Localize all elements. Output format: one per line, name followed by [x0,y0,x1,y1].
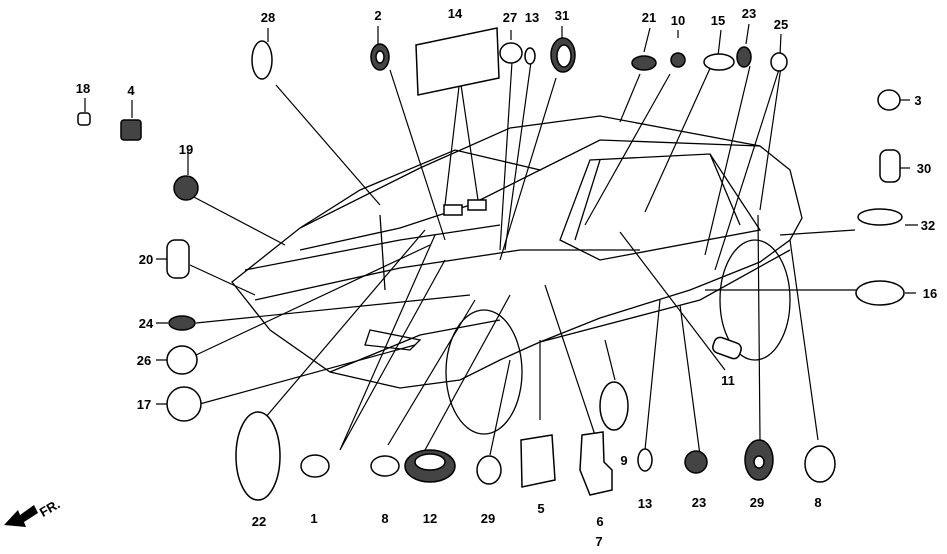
part-20 [166,239,190,279]
part-18 [77,112,91,126]
part-label: 9 [620,453,627,468]
part-label: 16 [923,286,937,301]
part-label: 20 [139,252,153,267]
part-4 [120,119,142,141]
front-direction-indicator: FR. [4,496,63,527]
part-15 [703,53,735,71]
part-label: 6 [596,514,603,529]
part-27 [499,42,523,64]
part-label: 8 [381,511,388,526]
part-label: 8 [814,495,821,510]
part-6-7 [579,431,613,496]
part-17 [166,386,202,422]
part-number-labels: 28 2 14 27 13 31 21 10 15 23 25 3 18 4 1… [76,6,937,549]
part-label: 30 [917,161,931,176]
part-3 [877,89,901,111]
part-5 [520,434,556,488]
part-label: 5 [537,501,544,516]
part-label: 28 [261,10,275,25]
part-30 [879,149,901,183]
part-label: 21 [642,10,656,25]
part-label: 11 [721,373,735,388]
car-body-outline [231,115,803,435]
part-13-bottom [637,448,653,472]
part-label: 15 [711,13,725,28]
part-label: 23 [692,495,706,510]
part-label: 1 [310,511,317,526]
front-label: FR. [37,496,63,519]
part-16 [855,280,905,306]
part-10 [670,52,686,68]
parts [77,27,905,501]
part-label: 29 [481,511,495,526]
part-13-top [524,47,536,65]
part-21 [631,55,657,71]
part-label: 10 [671,13,685,28]
part-label: 23 [742,6,756,21]
part-19 [173,175,199,201]
part-28 [251,40,273,80]
part-label: 25 [774,17,788,32]
part-8-b [804,445,836,483]
part-label: 29 [750,495,764,510]
part-label: 7 [595,534,602,549]
part-label: 14 [448,6,463,21]
part-24 [168,315,196,331]
part-label: 2 [374,8,381,23]
part-label: 32 [921,218,935,233]
part-23-bottom [684,450,708,474]
sticker-a [443,204,463,216]
part-23-top [736,46,752,68]
part-1 [300,454,330,478]
part-9 [599,381,629,431]
part-label: 31 [555,8,569,23]
leader-lines [84,23,918,456]
front-arrow-icon [4,505,38,527]
part-label: 12 [423,511,437,526]
part-22 [235,411,281,501]
part-29-a [476,455,502,485]
part-label: 27 [503,10,517,25]
part-label: 3 [914,93,921,108]
part-label: 26 [137,353,151,368]
part-8-a [370,455,400,477]
part-label: 22 [252,514,266,529]
part-14 [415,27,500,96]
sticker-b [467,199,487,211]
part-32 [857,208,903,226]
part-11 [712,336,742,360]
part-label: 4 [127,83,135,98]
part-25 [770,52,788,72]
part-label: 24 [139,316,154,331]
part-label: 17 [137,397,151,412]
part-label: 13 [525,10,539,25]
part-26 [166,345,198,375]
part-label: 19 [179,142,193,157]
part-label: 18 [76,81,90,96]
part-label: 13 [638,496,652,511]
